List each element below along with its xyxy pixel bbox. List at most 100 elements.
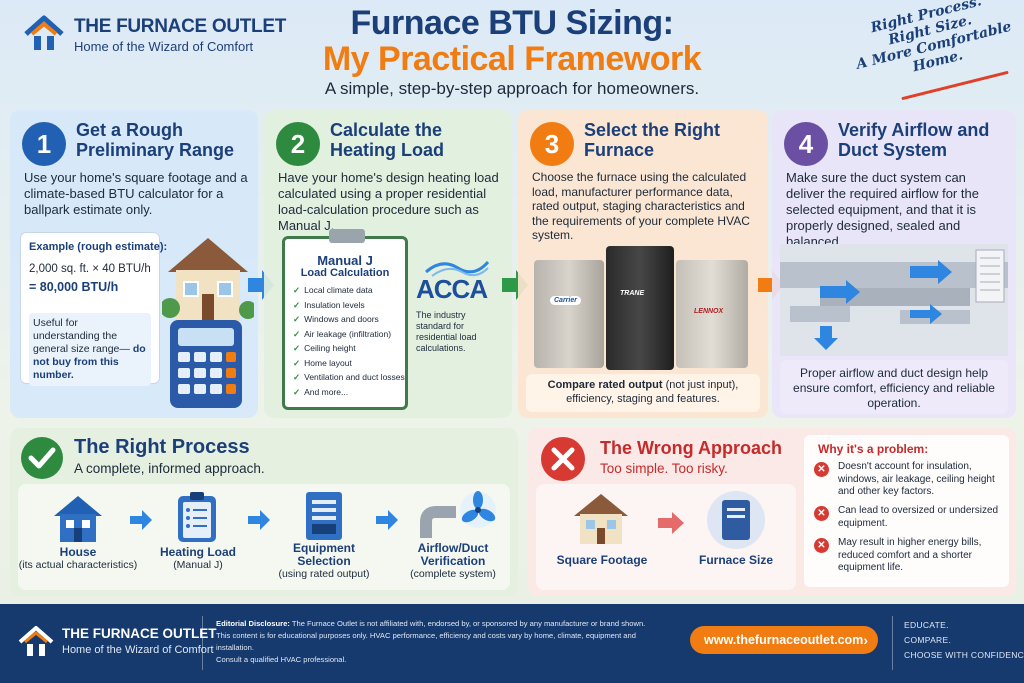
footer-divider	[202, 616, 203, 670]
disclosure-text: The Furnace Outlet is not affiliated wit…	[289, 619, 646, 628]
step-3-panel: 3 Select the Right Furnace Choose the fu…	[518, 110, 768, 418]
right-process-subtitle: A complete, informed approach.	[74, 461, 265, 476]
wrong-step-square-footage: Square Footage	[542, 554, 662, 567]
checklist-item: ✓Home layout	[293, 357, 352, 368]
website-link-button[interactable]: www.thefurnaceoutlet.com ›	[690, 626, 878, 654]
disclosure-label: Editorial Disclosure:	[216, 619, 290, 628]
flow-step-house: House (its actual characteristics)	[10, 545, 146, 572]
flow-step-label: Square Footage	[556, 553, 648, 567]
wrong-approach-subtitle: Too simple. Too risky.	[600, 461, 728, 476]
brand-label-lennox: LENNOX	[694, 308, 724, 315]
page-title-line2: My Practical Framework	[322, 40, 702, 78]
arrow-right-icon	[130, 510, 152, 530]
step-1-panel: 1 Get a Rough Preliminary Range Use your…	[10, 110, 258, 418]
check-icon: ✓	[293, 314, 301, 324]
example-calc: 2,000 sq. ft. × 40 BTU/h	[29, 263, 151, 275]
flow-step-label: House	[59, 545, 97, 559]
house-icon	[574, 494, 628, 544]
duct-system-icon	[780, 244, 1008, 356]
problem-item: ✕ Can lead to oversized or undersized eq…	[814, 505, 1004, 533]
calculator-icon	[170, 320, 242, 408]
check-icon: ✓	[293, 372, 301, 382]
arrow-right-icon	[248, 510, 270, 530]
check-icon: ✓	[293, 343, 301, 353]
house-logo-icon	[18, 626, 54, 656]
footer-brand-tagline: Home of the Wizard of Comfort	[62, 644, 214, 656]
flow-step-label: Heating Load	[159, 545, 236, 559]
step-1-body: Use your home's square footage and a cli…	[24, 170, 248, 217]
problem-item: ✕ Doesn't account for insulation, window…	[814, 461, 1004, 499]
step-2-panel: 2 Calculate the Heating Load Have your h…	[264, 110, 512, 418]
furnace-trane: TRANE	[606, 246, 674, 370]
check-icon: ✓	[293, 357, 301, 368]
checklist-item: ✓Air leakage (infiltration)	[293, 328, 392, 339]
problem-text: May result in higher energy bills, reduc…	[838, 537, 982, 573]
acca-caption: The industry standard for residential lo…	[416, 310, 477, 353]
arrow-right-icon	[376, 510, 398, 530]
problem-item: ✕ May result in higher energy bills, red…	[814, 537, 1004, 577]
flow-step-label: Airflow/Duct Verification	[417, 541, 489, 568]
flow-step-equipment: Equipment Selection (using rated output)	[266, 541, 382, 581]
brand-logo[interactable]: THE FURNACE OUTLET Home of the Wizard of…	[22, 12, 286, 60]
step-3-badge: 3	[530, 122, 574, 166]
step-1-title: Get a Rough Preliminary Range	[76, 120, 235, 160]
why-problem-box: Why it's a problem: ✕ Doesn't account fo…	[804, 435, 1009, 587]
brand-label-carrier: Carrier	[550, 296, 581, 305]
clipboard-subtitle: Load Calculation	[300, 267, 390, 279]
furnace-icon	[306, 492, 342, 540]
footer: THE FURNACE OUTLET Home of the Wizard of…	[0, 604, 1024, 683]
problem-text: Doesn't account for insulation, windows,…	[838, 461, 995, 497]
example-label: Example (rough estimate):	[29, 241, 168, 253]
step-4-body: Make sure the duct system can deliver th…	[786, 170, 979, 249]
checkmark-circle-icon	[21, 437, 63, 479]
step-2-title: Calculate the Heating Load	[330, 120, 445, 160]
step-4-badge: 4	[784, 122, 828, 166]
example-card: Example (rough estimate): 2,000 sq. ft. …	[20, 232, 167, 386]
compare-note: Compare rated output (not just input), e…	[526, 374, 760, 412]
check-icon: ✓	[293, 285, 301, 295]
checklist-item: ✓And more...	[293, 386, 349, 397]
flow-step-heating-load: Heating Load (Manual J)	[146, 545, 250, 572]
flow-step-airflow: Airflow/Duct Verification (complete syst…	[390, 541, 516, 581]
wrong-approach-title: The Wrong Approach	[600, 438, 782, 458]
checklist-item: ✓Windows and doors	[293, 314, 379, 324]
flow-step-sub: (Manual J)	[173, 559, 223, 571]
chevron-right-icon: ›	[863, 632, 868, 648]
right-process-title: The Right Process	[74, 436, 250, 458]
step-2-body: Have your home's design heating load cal…	[278, 170, 499, 233]
x-icon: ✕	[814, 538, 829, 553]
compare-note-text: (not just input), efficiency, staging an…	[566, 379, 739, 405]
clipboard-icon	[178, 492, 216, 542]
website-link-text: www.thefurnaceoutlet.com	[704, 633, 864, 647]
clipboard-clip	[329, 229, 365, 243]
example-note-text: Useful for understanding the general siz…	[33, 317, 130, 355]
flow-step-label: Equipment Selection	[293, 541, 355, 568]
brand-label-trane: TRANE	[620, 290, 645, 297]
arrow-right-icon	[658, 512, 684, 534]
compare-note-bold: Compare rated output	[547, 379, 663, 391]
acca-swoosh-icon	[425, 260, 490, 277]
check-icon: ✓	[293, 299, 301, 310]
flow-step-sub: (complete system)	[410, 568, 496, 580]
step-3-body: Choose the furnace using the calculated …	[532, 170, 750, 242]
page-title-line1: Furnace BTU Sizing:	[350, 4, 674, 42]
checklist-item: ✓Insulation levels	[293, 299, 365, 310]
footer-tag: EDUCATE.	[904, 620, 949, 630]
step-4-panel: 4 Verify Airflow and Duct System Make su…	[772, 110, 1016, 418]
step-3-title: Select the Right Furnace	[584, 120, 721, 160]
checklist-item: ✓Local climate data	[293, 285, 373, 295]
why-problem-title: Why it's a problem:	[818, 442, 929, 456]
furnace-lennox: LENNOX	[676, 260, 748, 368]
problem-text: Can lead to oversized or undersized equi…	[838, 505, 999, 529]
duct-fan-icon	[420, 491, 496, 538]
flow-step-sub: (using rated output)	[278, 568, 370, 580]
checklist-item: ✓Ceiling height	[293, 343, 356, 353]
step-1-badge: 1	[22, 122, 66, 166]
x-icon: ✕	[814, 462, 829, 477]
flow-step-label: Furnace Size	[698, 553, 774, 567]
brand-name: THE FURNACE OUTLET	[74, 16, 287, 37]
checklist-item: ✓Ventilation and duct losses	[293, 372, 405, 382]
house-icon	[54, 496, 102, 542]
check-icon: ✓	[293, 328, 301, 339]
step-2-badge: 2	[276, 122, 320, 166]
